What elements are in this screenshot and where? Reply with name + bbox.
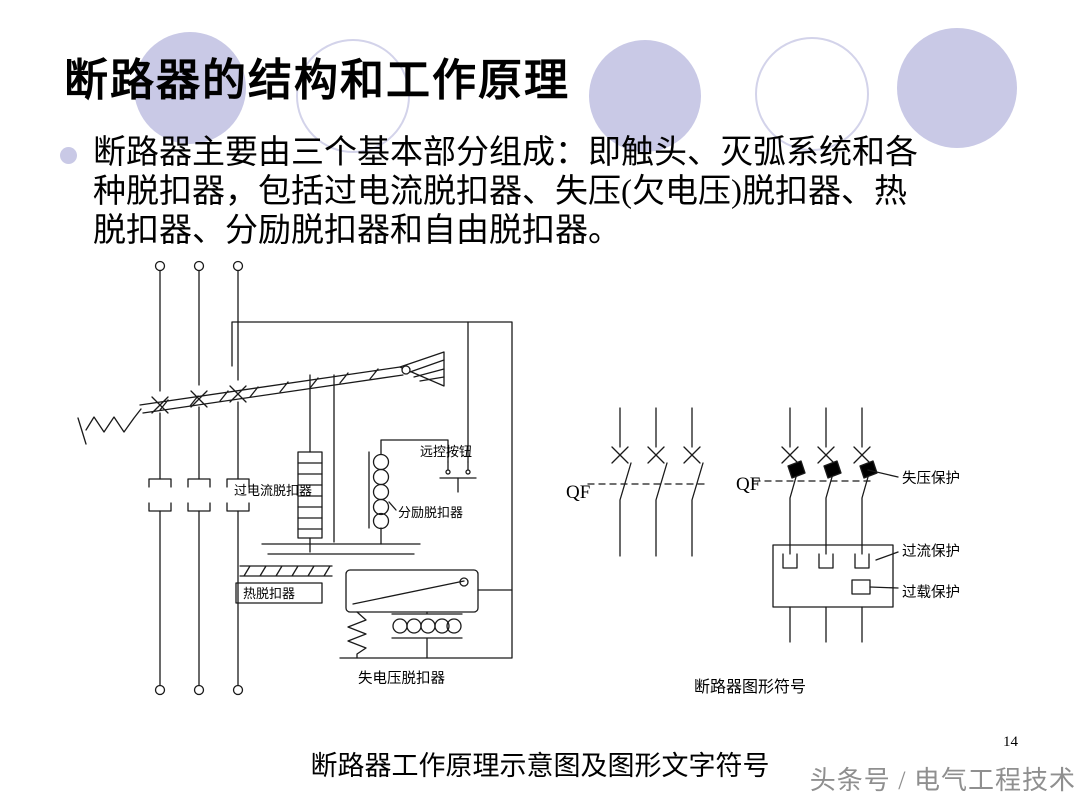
bullet-line: 种脱扣器，包括过电流脱扣器、失压(欠电压)脱扣器、热 xyxy=(93,174,907,210)
bullet-line: 脱扣器、分励脱扣器和自由脱扣器。 xyxy=(93,213,621,249)
page-title: 断路器的结构和工作原理 xyxy=(64,56,570,105)
trip-crossbar xyxy=(139,366,404,414)
return-spring xyxy=(77,408,142,445)
label-thermal-release: 热脱扣器 xyxy=(243,586,295,601)
release-block xyxy=(772,544,894,608)
thermal-label-box xyxy=(235,582,323,604)
label-remote-button: 远控按钮 xyxy=(420,444,472,459)
label-undervoltage-release: 失电压脱扣器 xyxy=(358,670,445,687)
shunt-coil xyxy=(368,321,469,545)
label-qf-left: QF xyxy=(566,482,590,503)
uv-coil-block xyxy=(787,460,806,479)
terminal xyxy=(154,684,166,696)
pole-conductors xyxy=(159,270,513,687)
pivot-pin xyxy=(401,365,411,375)
bullet-icon xyxy=(60,147,77,164)
symbol-caption: 断路器图形符号 xyxy=(694,678,806,696)
page-number: 14 xyxy=(1003,734,1018,750)
terminal xyxy=(193,260,205,272)
armature-plates xyxy=(261,543,421,555)
remote-button-symbol xyxy=(439,461,477,479)
leader-overload xyxy=(869,586,899,589)
working-principle-schematic xyxy=(77,260,513,696)
decorative-circle xyxy=(296,39,410,153)
terminal xyxy=(154,260,166,272)
undervoltage-release-unit xyxy=(345,569,513,659)
bimetal-strips xyxy=(239,565,333,577)
breaker-symbol-with-releases xyxy=(753,407,899,643)
bullet-line: 断路器主要由三个基本部分组成：即触头、灭弧系统和各 xyxy=(93,135,918,171)
leader-undervoltage xyxy=(867,469,899,478)
terminal xyxy=(232,684,244,696)
bullet-item: 断路器主要由三个基本部分组成：即触头、灭弧系统和各 种脱扣器，包括过电流脱扣器、… xyxy=(60,134,1040,251)
terminal xyxy=(232,260,244,272)
leader-overcurrent xyxy=(875,551,899,561)
watermark: 头条号 / 电气工程技术 xyxy=(809,766,1076,795)
terminal xyxy=(193,684,205,696)
label-shunt-release: 分励脱扣器 xyxy=(398,505,463,520)
decorative-circle xyxy=(134,32,246,144)
bullet-text: 断路器主要由三个基本部分组成：即触头、灭弧系统和各 种脱扣器，包括过电流脱扣器、… xyxy=(93,134,918,251)
label-undervoltage-protection: 失压保护 xyxy=(902,470,960,487)
overload-element xyxy=(851,579,871,595)
label-overcurrent-release: 过电流脱扣器 xyxy=(234,483,312,498)
decorative-circle xyxy=(755,37,869,151)
contact-sockets xyxy=(148,478,250,512)
label-overcurrent-protection: 过流保护 xyxy=(902,543,960,560)
label-overload-protection: 过载保护 xyxy=(902,584,960,601)
breaker-symbol-simple xyxy=(587,407,705,557)
decorative-circle xyxy=(897,28,1017,148)
uv-spring xyxy=(347,611,367,659)
decorative-circle xyxy=(589,40,701,152)
label-qf-right: QF xyxy=(736,474,760,495)
uv-coil-block xyxy=(823,460,842,479)
figure-caption: 断路器工作原理示意图及图形文字符号 xyxy=(310,751,770,781)
moving-contacts xyxy=(151,385,247,414)
